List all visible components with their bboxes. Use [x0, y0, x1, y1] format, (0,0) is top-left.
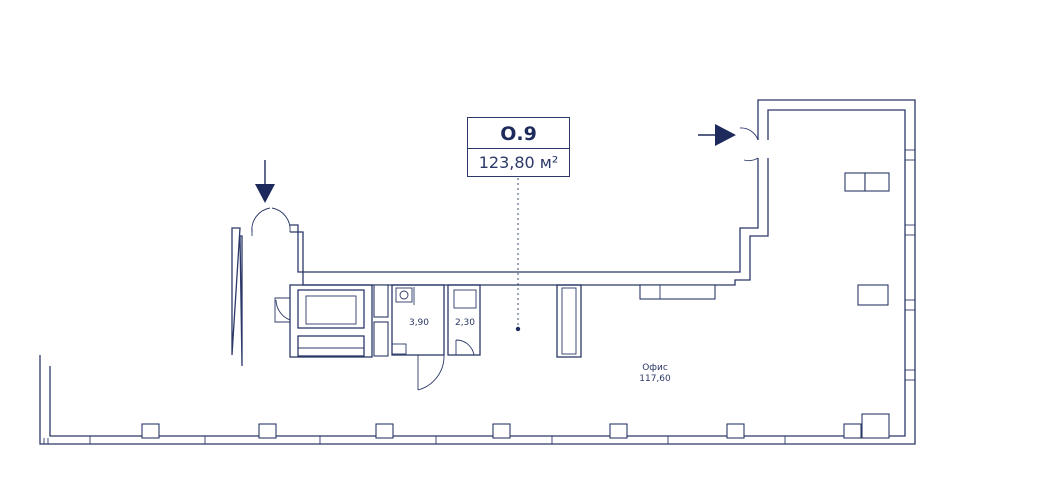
right-windows	[905, 149, 915, 381]
bottom-ticks	[43, 436, 786, 444]
unit-label: О.9 123,80 м²	[467, 117, 570, 177]
office-area: 117,60	[639, 374, 671, 384]
bottom-columns	[141, 413, 890, 439]
right-columns	[844, 172, 890, 306]
office-name: Офис	[642, 363, 668, 373]
unit-total-area: 123,80 м²	[478, 153, 559, 172]
entrance-arrow-down-icon	[255, 160, 275, 203]
leader-dot	[515, 326, 521, 332]
shaft	[556, 284, 716, 358]
unit-number: О.9	[468, 120, 569, 149]
core-block	[274, 284, 389, 358]
bathrooms	[391, 284, 481, 391]
entrance-arrow-right-icon	[698, 124, 736, 146]
office-room-label: Офис 117,60	[635, 363, 675, 385]
door-left	[251, 207, 291, 236]
door-right	[739, 127, 759, 162]
bath-b-area: 2,30	[454, 318, 476, 328]
inner-wall	[49, 109, 906, 437]
outer-wall	[39, 99, 916, 445]
bath-a-area: 3,90	[408, 318, 430, 328]
